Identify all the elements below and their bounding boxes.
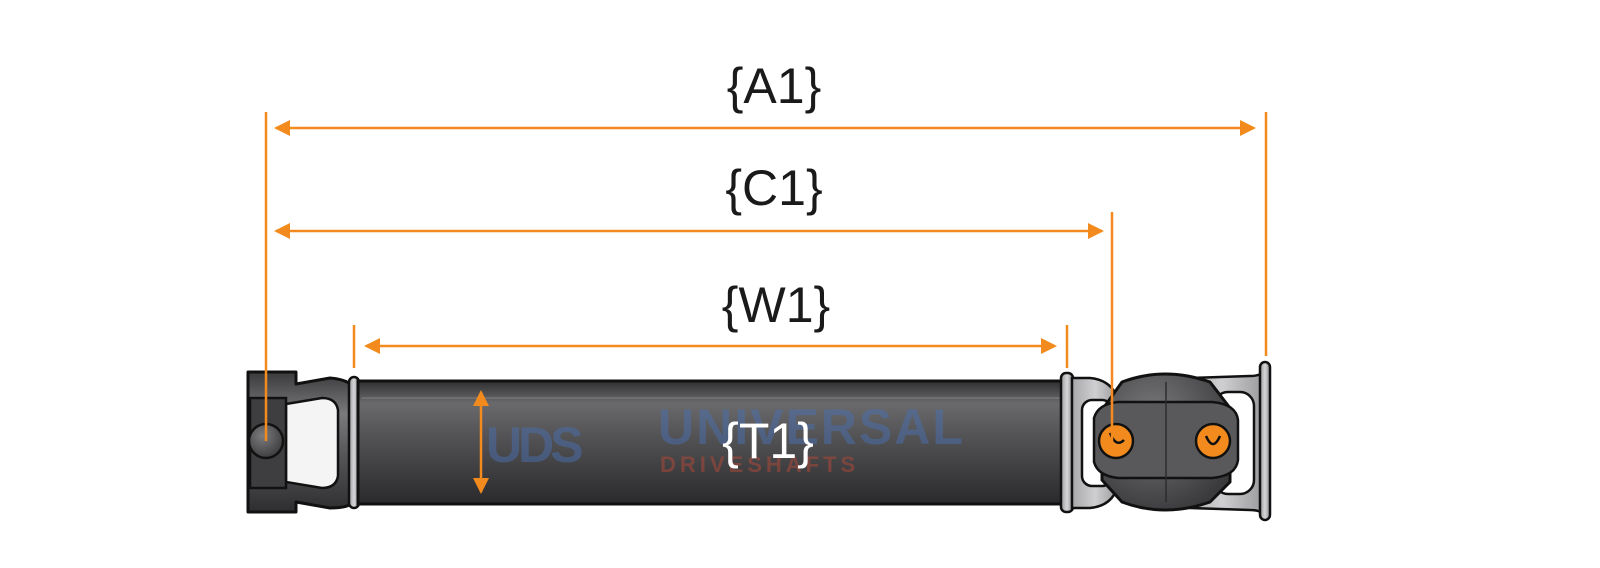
label-c1: {C1}: [725, 160, 822, 216]
dimension-lines: [264, 112, 1268, 492]
label-a1: {A1}: [727, 58, 822, 114]
arrowhead-a1-left: [274, 120, 290, 136]
universal-joint: [1092, 372, 1240, 512]
dimension-arrowheads: [274, 120, 1256, 494]
arrowhead-w1-left: [364, 338, 380, 354]
arrowhead-c1-left: [274, 223, 290, 239]
arrowhead-a1-right: [1240, 120, 1256, 136]
left-yoke: [246, 370, 356, 514]
label-t1: {T1}: [722, 413, 814, 469]
arrowhead-t1-bottom: [473, 478, 489, 494]
watermark-word-bottom: DRIVESHAFTS: [660, 452, 859, 477]
label-w1: {W1}: [722, 277, 830, 333]
watermark-word-top: UNIVERSAL: [658, 399, 965, 455]
watermark: UDS UNIVERSAL DRIVESHAFTS: [486, 399, 965, 477]
arrowhead-c1-right: [1088, 223, 1104, 239]
driveshaft: UDS UNIVERSAL DRIVESHAFTS: [246, 360, 1272, 522]
bearing-cap-right-icon: [1194, 422, 1232, 460]
arrowhead-w1-right: [1041, 338, 1057, 354]
watermark-logo: UDS: [486, 417, 582, 473]
arrowhead-t1-top: [473, 390, 489, 406]
